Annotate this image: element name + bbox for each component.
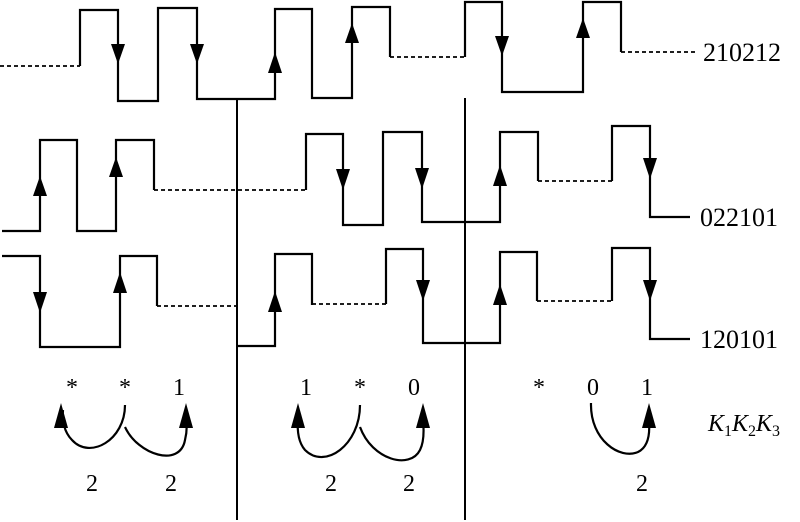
up-arrow-icon <box>268 291 282 312</box>
waveform-row-1: 210212 <box>0 0 781 103</box>
symbol: * <box>533 375 545 401</box>
up-arrow-icon <box>345 23 359 43</box>
up-arrow-icon <box>642 403 656 428</box>
down-arrow-icon <box>336 169 350 190</box>
pulse-train <box>610 246 690 341</box>
key-base: K <box>707 411 726 437</box>
pulse-train <box>78 5 392 103</box>
up-arrow-icon <box>33 176 47 196</box>
key-label: K1K2K3 <box>707 411 780 440</box>
up-arrow-icon <box>416 403 430 428</box>
row-code-label: 210212 <box>703 38 781 67</box>
up-arrow-icon <box>113 272 127 293</box>
row-code-label: 022101 <box>700 203 778 232</box>
pulse-train <box>384 247 539 345</box>
up-arrow-icon <box>493 165 507 186</box>
annotation-group-2: 1 * 0 2 2 <box>291 375 430 497</box>
symbol: * <box>66 375 78 401</box>
key-base: K <box>755 411 774 437</box>
pulse-train <box>463 0 623 94</box>
pulse-train <box>237 252 314 348</box>
arc-weight: 2 <box>325 471 337 497</box>
down-arrow-icon <box>415 168 429 189</box>
arc-arrow <box>61 404 127 450</box>
key-sub: 1 <box>724 423 732 440</box>
annotation-group-3: * 0 1 2 <box>533 375 656 497</box>
key-sub: 2 <box>748 423 756 440</box>
arc-weight: 2 <box>165 471 177 497</box>
symbol: * <box>119 375 131 401</box>
down-arrow-icon <box>495 36 509 56</box>
arc-weight: 2 <box>86 471 98 497</box>
up-arrow-icon <box>54 403 68 428</box>
pulse-train <box>610 124 690 219</box>
symbol: 1 <box>173 375 185 401</box>
arc-arrow <box>124 417 188 457</box>
up-arrow-icon <box>291 403 305 428</box>
arc-arrow <box>358 419 425 462</box>
up-arrow-icon <box>109 157 123 177</box>
down-arrow-icon <box>33 292 47 313</box>
down-arrow-icon <box>111 44 125 64</box>
up-arrow-icon <box>179 403 193 428</box>
symbol: * <box>354 375 366 401</box>
row-code-label: 120101 <box>700 325 778 354</box>
symbol: 0 <box>587 375 599 401</box>
down-arrow-icon <box>190 44 204 64</box>
key-base: K <box>731 411 750 437</box>
up-arrow-icon <box>268 52 282 73</box>
arc-weight: 2 <box>403 471 415 497</box>
pulse-train <box>304 130 540 227</box>
arc-arrow <box>296 404 362 459</box>
down-arrow-icon <box>416 280 430 301</box>
key-sub: 3 <box>772 423 780 440</box>
arc-weight: 2 <box>636 471 648 497</box>
symbol: 1 <box>300 375 312 401</box>
pulse-train <box>2 254 159 349</box>
symbol: 1 <box>641 375 653 401</box>
symbol: 0 <box>408 375 420 401</box>
down-arrow-icon <box>643 280 657 301</box>
waveform-row-2: 022101 <box>2 124 778 233</box>
up-arrow-icon <box>576 18 590 38</box>
pulse-train <box>2 138 156 233</box>
arc-arrow <box>589 402 651 455</box>
waveform-row-3: 120101 <box>2 246 778 354</box>
down-arrow-icon <box>643 158 657 179</box>
up-arrow-icon <box>493 284 507 305</box>
annotation-group-1: * * 1 2 2 <box>54 375 193 497</box>
